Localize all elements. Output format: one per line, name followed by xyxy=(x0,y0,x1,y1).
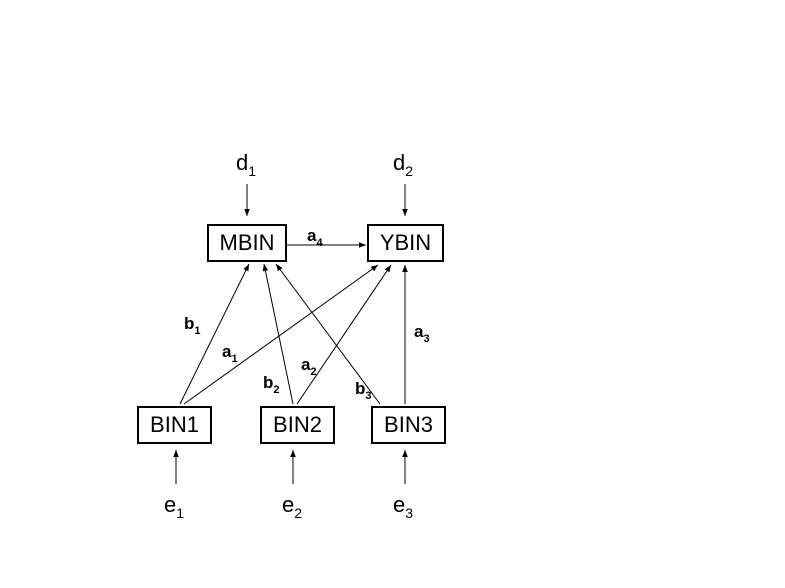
node-bin3: BIN3 xyxy=(371,406,446,444)
node-mbin: MBIN xyxy=(207,224,287,262)
label-a3: a3 xyxy=(414,322,430,345)
label-e2-sub: 2 xyxy=(294,505,303,521)
label-a1: a1 xyxy=(222,342,238,365)
label-b3: b3 xyxy=(355,379,372,402)
label-e1-base: e xyxy=(164,492,177,517)
label-d2: d2 xyxy=(393,150,414,179)
label-a3-base: a xyxy=(414,322,424,341)
label-e1: e1 xyxy=(164,492,185,521)
node-ybin: YBIN xyxy=(367,224,444,262)
label-e3-sub: 3 xyxy=(405,505,414,521)
label-e3: e3 xyxy=(393,492,414,521)
label-e1-sub: 1 xyxy=(176,505,185,521)
label-a3-sub: 3 xyxy=(423,333,430,345)
label-d1-sub: 1 xyxy=(248,163,257,179)
label-a4: a4 xyxy=(307,226,323,249)
label-a4-sub: 4 xyxy=(316,237,323,249)
arrow-bin2-mbin xyxy=(262,263,294,405)
label-b2-base: b xyxy=(263,373,274,392)
arrow-bin3-mbin xyxy=(275,263,381,405)
label-d1: d1 xyxy=(236,150,257,179)
label-a2-sub: 2 xyxy=(310,366,317,378)
label-d2-sub: 2 xyxy=(405,163,414,179)
arrow-bin1-ybin xyxy=(183,264,379,405)
label-b1-base: b xyxy=(184,314,195,333)
label-a4-base: a xyxy=(307,226,317,245)
label-b2: b2 xyxy=(263,373,280,396)
label-a2-base: a xyxy=(301,355,311,374)
label-d1-base: d xyxy=(236,150,249,175)
label-a2: a2 xyxy=(301,355,317,378)
label-e2: e2 xyxy=(282,492,303,521)
node-bin2: BIN2 xyxy=(260,406,335,444)
label-b2-sub: 2 xyxy=(273,384,280,396)
label-b3-base: b xyxy=(355,379,366,398)
label-a1-base: a xyxy=(222,342,232,361)
label-e3-base: e xyxy=(393,492,406,517)
label-e2-base: e xyxy=(282,492,295,517)
label-a1-sub: 1 xyxy=(231,353,238,365)
node-bin1: BIN1 xyxy=(137,406,212,444)
label-b3-sub: 3 xyxy=(365,390,372,402)
arrow-bin2-ybin xyxy=(296,264,392,405)
arrow-bin1-mbin xyxy=(179,263,250,405)
label-d2-base: d xyxy=(393,150,406,175)
label-b1-sub: 1 xyxy=(194,325,201,337)
label-b1: b1 xyxy=(184,314,201,337)
